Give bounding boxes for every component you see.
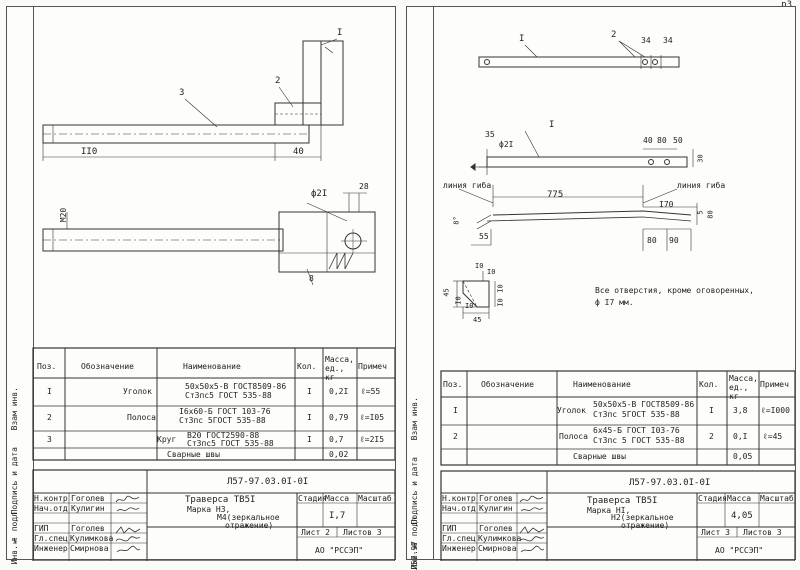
drawing-sheet-left: Взам инв. Подпись и дата Инв.№ подл [6, 6, 396, 564]
dim-45-side: 45 [442, 288, 451, 297]
sheet-number: Лист 3 [701, 528, 730, 537]
col-header-name: Наименование [573, 380, 631, 389]
col-header-note: Примеч [760, 380, 789, 389]
dim-5: 5 [696, 210, 705, 215]
col-header-mass: Масса, ед., кг [729, 374, 758, 401]
stage-label: Стадия [698, 494, 727, 503]
weld-label: Сварные швы [573, 452, 626, 461]
callout-1: I [337, 28, 343, 38]
dim-40: 40 [293, 147, 304, 157]
dim-50: 50 [673, 136, 683, 145]
col-header-designation: Обозначение [481, 380, 534, 389]
dim-10-right: I0 [496, 284, 505, 293]
part-drawing-left [32, 38, 395, 561]
dim-28: 28 [359, 182, 369, 191]
bend-line-label-left: линия гиба [443, 181, 492, 190]
signature [519, 505, 545, 514]
col-header-pos: Поз. [37, 362, 57, 371]
part-drawing-right [440, 40, 795, 561]
dim-10-top: I0 [475, 262, 484, 270]
plate-detail [462, 280, 490, 308]
weld-mass: 0,05 [733, 452, 753, 461]
scale-label: Масштаб [760, 494, 794, 503]
callout-1-mid: I [549, 120, 555, 130]
dim-55: 55 [479, 232, 489, 241]
col-header-designation: Обозначение [81, 362, 134, 371]
dim-110: II0 [81, 147, 98, 157]
title-line-2: Марка НI, [587, 506, 631, 515]
col-header-note: Примеч [358, 362, 387, 371]
title-line-2: Марка НЗ, [187, 505, 231, 514]
note-holes-line-2: ф I7 мм. [595, 298, 634, 307]
col-header-qty: Кол. [297, 362, 317, 371]
weld-mass: 0,02 [329, 450, 349, 459]
dim-10-bottom: I0 [465, 302, 474, 310]
weld-label: Сварные швы [167, 450, 220, 459]
title-line-1: Траверса ТВ5I [185, 495, 256, 505]
dim-34-a: 34 [641, 36, 651, 45]
dim-80-bent: 80 [647, 236, 657, 245]
dim-10-right-b: I0 [496, 298, 505, 307]
dim-hole-21: ф2I [311, 189, 328, 199]
dim-34-b: 34 [663, 36, 673, 45]
dim-80-side: 80 [706, 210, 715, 219]
doc-code: Л57-97.03.0I-0I [629, 478, 711, 488]
dim-35: 35 [485, 130, 495, 139]
signature [115, 505, 141, 514]
title-line-4: отражение) [225, 521, 274, 530]
callout-3: 3 [179, 88, 185, 98]
beam-overview [478, 56, 680, 68]
signature [519, 495, 545, 504]
dim-45-bottom: 45 [473, 316, 482, 324]
dim-30: 30 [696, 154, 705, 163]
dim-170: I70 [659, 200, 674, 209]
col-header-name: Наименование [183, 362, 241, 371]
signature [115, 535, 141, 544]
col-header-mass: Масса, ед., кг [325, 355, 354, 382]
side-stamp-strip: Взам инв. Подпись и дата Инв.№ подл [7, 7, 34, 564]
title-line-4: отражение) [621, 521, 670, 530]
mass-value: I,7 [329, 511, 346, 521]
mass-label: Масса [325, 494, 350, 503]
dim-80: 80 [657, 136, 667, 145]
dim-10-top-b: I0 [487, 268, 496, 276]
title-line-3: М4(зеркальное [217, 513, 280, 522]
signature [519, 525, 545, 534]
signature [115, 495, 141, 504]
signature [519, 535, 545, 544]
dim-90: 90 [669, 236, 679, 245]
doc-code: Л57-97.03.0I-0I [227, 477, 309, 487]
note-holes-line-1: Все отверстия, кроме оговоренных, [595, 286, 754, 295]
stage-label: Стадия [298, 494, 327, 503]
dim-8: 8 [309, 274, 314, 283]
signature [519, 545, 545, 554]
scale-label: Масштаб [358, 494, 392, 503]
dim-hole-21: ф2I [499, 140, 514, 149]
organization: АО "РССЭП" [715, 546, 764, 555]
dim-10-side: I0 [454, 296, 463, 305]
sheet-total: Листов 3 [343, 528, 382, 537]
callout-1: I [519, 34, 525, 44]
callout-2: 2 [611, 30, 617, 40]
page-number: р3 [781, 0, 792, 10]
bend-line-label-right: линия гиба [677, 181, 726, 190]
organization: АО "РССЭП" [315, 546, 364, 555]
signature [115, 545, 141, 554]
signature [115, 525, 141, 534]
title-line-3: Н2(зеркальное [611, 513, 674, 522]
dim-angle-8: 8° [452, 216, 461, 225]
dim-775: 775 [547, 190, 564, 200]
dim-m20: M20 [59, 207, 69, 223]
mass-label: Масса [727, 494, 752, 503]
col-header-qty: Кол. [699, 380, 719, 389]
sheet-number: Лист 2 [301, 528, 330, 537]
side-stamp-strip: Взам инв. Подпись и дата Инв.№ подл Л57-… [407, 7, 434, 570]
sheet-total: Листов 3 [743, 528, 782, 537]
col-header-pos: Поз. [443, 380, 463, 389]
mass-value: 4,05 [731, 511, 753, 521]
drawing-sheet-right: Взам инв. Подпись и дата Инв.№ подл Л57-… [406, 6, 796, 570]
dim-40: 40 [643, 136, 653, 145]
callout-2: 2 [275, 76, 281, 86]
title-line-1: Траверса ТВ5I [587, 496, 658, 506]
